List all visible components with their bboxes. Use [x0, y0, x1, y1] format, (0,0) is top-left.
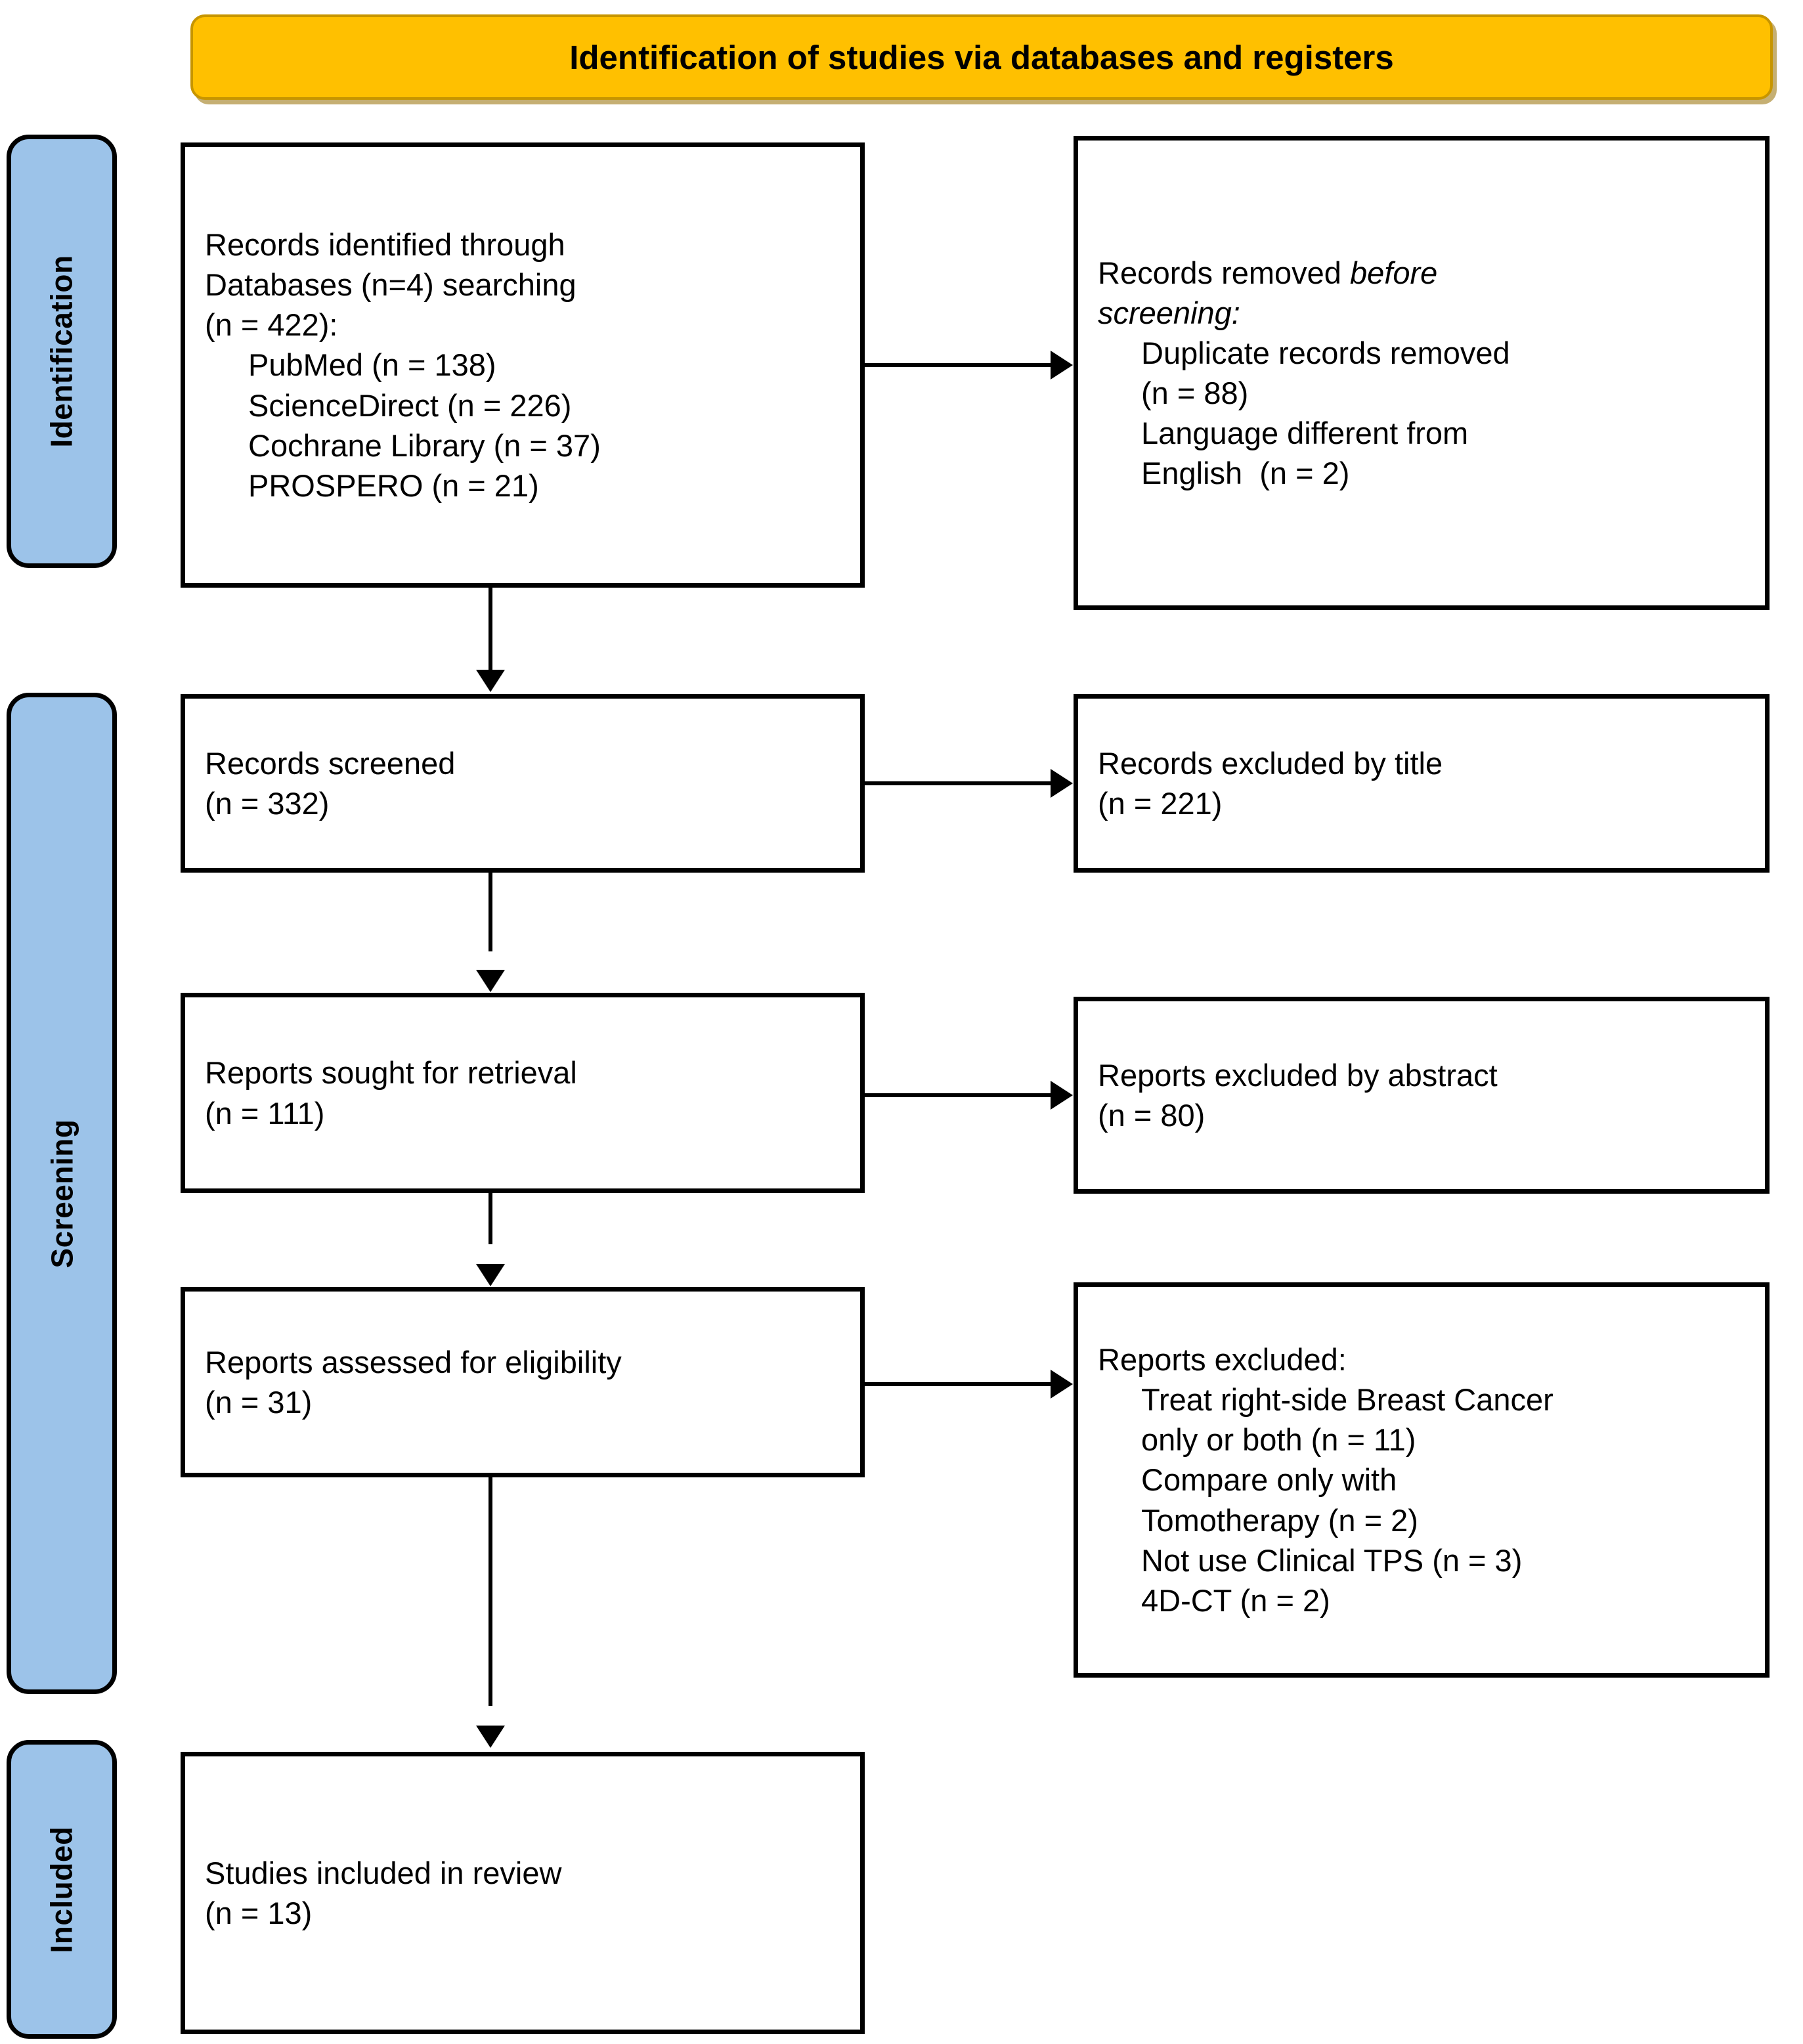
box-text-prefix: Records removed [1098, 255, 1350, 290]
arrow-down-icon [476, 1264, 505, 1286]
stage-bar-included: Included [7, 1740, 117, 2039]
box-line: (n = 80) [1098, 1098, 1206, 1133]
box-reports-assessed-for-eligibility: Reports assessed for eligibility (n = 31… [181, 1287, 865, 1477]
box-records-excluded-by-title: Records excluded by title (n = 221) [1074, 694, 1770, 873]
box-text-italic: screening [1098, 295, 1232, 330]
stage-label-included: Included [45, 1825, 79, 1953]
box-line: (n = 31) [205, 1385, 313, 1420]
arrow-right-icon [1051, 769, 1073, 798]
box-records-screened: Records screened (n = 332) [181, 694, 865, 873]
box-line: Records identified through [205, 227, 565, 263]
box-line: Duplicate records removed [1141, 335, 1510, 370]
box-line: Records removed before [1098, 253, 1745, 293]
box-line: English (n = 2) [1141, 456, 1350, 491]
box-line: Reports sought for retrieval [205, 1055, 577, 1091]
box-line: PROSPERO (n = 21) [248, 468, 539, 503]
stage-label-screening: Screening [45, 1119, 79, 1268]
arrow-right-icon [1051, 1370, 1073, 1399]
box-line: Tomotherapy (n = 2) [1141, 1502, 1418, 1538]
arrow-right-icon [1051, 1081, 1073, 1110]
box-line: PubMed (n = 138) [248, 347, 496, 383]
box-line: (n = 332) [205, 786, 330, 821]
box-line: screening: [1098, 293, 1745, 333]
box-line: (n = 88) [1141, 376, 1249, 410]
box-studies-included-in-review: Studies included in review (n = 13) [181, 1752, 865, 2034]
connector-sought-to-excluded-abstract [865, 1093, 1055, 1097]
connector-assessed-to-excluded-detail [865, 1382, 1055, 1386]
arrow-right-icon [1051, 351, 1073, 380]
stage-bar-screening: Screening [7, 693, 117, 1694]
box-reports-excluded-detail: Reports excluded: Treat right-side Breas… [1074, 1282, 1770, 1678]
box-records-identified: Records identified through Databases (n=… [181, 142, 865, 588]
arrow-down-icon [476, 1726, 505, 1748]
stage-bar-identification: Identification [7, 135, 117, 568]
page-title: Identification of studies via databases … [569, 38, 1394, 76]
box-records-removed-before-screening: Records removed before screening: Duplic… [1074, 136, 1770, 610]
stage-label-identification: Identification [45, 255, 79, 448]
box-line: Studies included in review [205, 1855, 562, 1890]
box-line: only or both (n = 11) [1141, 1422, 1416, 1458]
box-text-suffix: : [1231, 295, 1240, 330]
header-banner: Identification of studies via databases … [190, 14, 1773, 100]
box-line: Records screened [205, 745, 456, 781]
box-line: Cochrane Library (n = 37) [248, 427, 601, 463]
box-line: Databases (n=4) searching [205, 267, 576, 303]
connector-identified-to-removed [865, 363, 1055, 367]
box-line: Reports assessed for eligibility [205, 1344, 622, 1380]
arrow-down-icon [476, 970, 505, 992]
box-line: Language different from [1141, 416, 1469, 451]
connector-screened-to-excluded-title [865, 781, 1055, 785]
box-line: (n = 422): [205, 307, 338, 343]
box-line: Treat right-side Breast Cancer [1141, 1382, 1553, 1418]
box-line: 4D-CT (n = 2) [1141, 1582, 1330, 1618]
connector-sought-to-assessed [489, 1193, 492, 1244]
box-line: (n = 221) [1098, 786, 1223, 821]
box-reports-sought-for-retrieval: Reports sought for retrieval (n = 111) [181, 993, 865, 1193]
box-line: ScienceDirect (n = 226) [248, 387, 572, 423]
box-line: (n = 13) [205, 1896, 313, 1930]
arrow-down-icon [476, 670, 505, 692]
box-line: Not use Clinical TPS (n = 3) [1141, 1542, 1523, 1578]
box-line: Reports excluded: [1098, 1342, 1347, 1378]
box-line: (n = 111) [205, 1095, 325, 1131]
connector-screened-to-sought [489, 873, 492, 951]
box-line: Compare only with [1141, 1462, 1397, 1498]
box-line: Reports excluded by abstract [1098, 1057, 1498, 1093]
connector-assessed-to-included [489, 1477, 492, 1706]
box-text-italic: before [1350, 255, 1438, 290]
box-reports-excluded-by-abstract: Reports excluded by abstract (n = 80) [1074, 997, 1770, 1194]
connector-identified-to-screened [489, 588, 492, 672]
box-line: Records excluded by title [1098, 745, 1443, 781]
